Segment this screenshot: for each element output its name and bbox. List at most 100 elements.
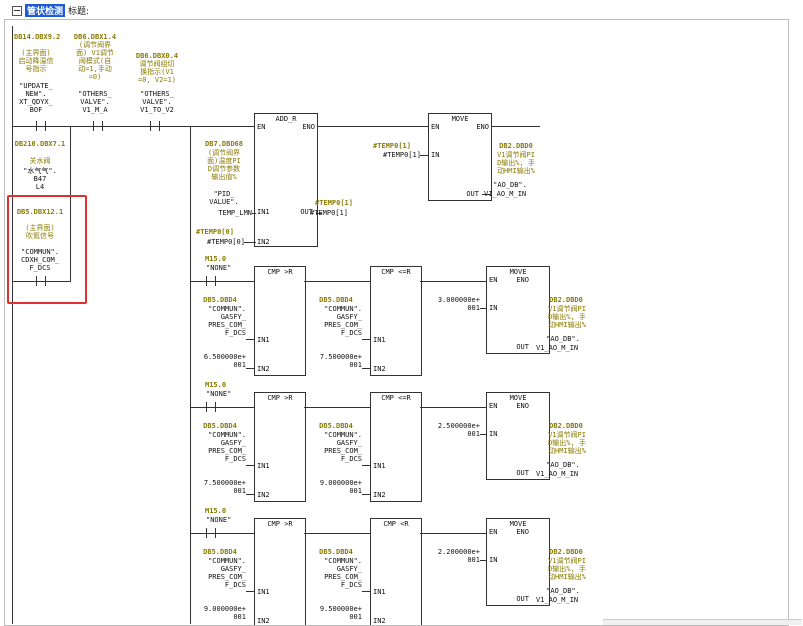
cmp-block[interactable]: CMP >R IN1 IN2 <box>254 518 306 625</box>
rung-wire <box>420 281 486 282</box>
contact-symbol: "OTHERS_VALVE".V1_TO_V2 <box>140 90 174 114</box>
block-title: CMP <R <box>383 520 409 528</box>
operand-symbol: "AO_DB". <box>493 181 527 189</box>
pin-eno: ENO <box>476 123 489 131</box>
pin-in1: IN1 <box>373 336 386 344</box>
no-contact-xt-qdyx[interactable] <box>36 121 46 131</box>
pin-wire <box>246 368 254 369</box>
no-contact-m15-0[interactable] <box>206 276 216 286</box>
contact-comment: (主界面)启动降温信号指示 <box>18 49 54 73</box>
pin-wire <box>316 213 322 214</box>
move-block[interactable]: MOVE EN ENO IN OUT <box>486 266 550 354</box>
selection-highlight <box>7 195 87 304</box>
block-title: MOVE <box>509 268 527 276</box>
rung-wire <box>304 407 370 408</box>
rung-wire <box>304 533 370 534</box>
horizontal-scrollbar[interactable] <box>603 619 802 625</box>
operand-symbol: "AO_DB". <box>546 461 580 469</box>
block-title: MOVE <box>509 520 527 528</box>
contact-address: DB210.DBX7.1 <box>14 140 66 148</box>
block-title: CMP >R <box>267 394 293 402</box>
pin-in: IN <box>489 430 498 438</box>
pin-wire <box>482 194 490 195</box>
operand-symbol: "COMMUN".GASFY_PRES_COM_F_DCS <box>208 305 246 337</box>
no-contact-m15-0[interactable] <box>206 402 216 412</box>
operand-symbol: V1_AO_M_IN <box>536 596 579 604</box>
operand-symbol: TEMP_LMN <box>218 209 252 217</box>
pin-in2: IN2 <box>257 365 270 373</box>
pin-in2: IN2 <box>373 617 386 625</box>
pin-in2: IN2 <box>257 617 270 625</box>
pin-en: EN <box>489 528 498 536</box>
rung-wire <box>490 126 540 127</box>
contact-address: M15.0 <box>205 381 227 389</box>
contact-address: DB14.DBX9.2 <box>14 33 61 41</box>
block-title: MOVE <box>451 115 469 123</box>
contact-address: M15.0 <box>205 507 227 515</box>
pin-in2: IN2 <box>257 238 270 246</box>
contact-symbol: "COMMUN".CDXH_COM_F_DCS <box>21 248 59 272</box>
operand-value: 7.500000e+001 <box>319 353 362 369</box>
move-block[interactable]: MOVE EN ENO IN OUT <box>428 113 492 201</box>
contact-address: DB6.DBX1.4 <box>73 33 117 41</box>
cmp-block[interactable]: CMP <R IN1 IN2 <box>370 518 422 625</box>
rung-wire <box>12 281 70 282</box>
operand-symbol: V1_AO_M_IN <box>536 344 579 352</box>
pin-out: OUT <box>516 595 529 603</box>
operand-symbol: "COMMUN".GASFY_PRES_COM_F_DCS <box>324 557 362 589</box>
move-block[interactable]: MOVE EN ENO IN OUT <box>486 392 550 480</box>
pin-in1: IN1 <box>373 462 386 470</box>
cmp-block[interactable]: CMP <=R IN1 IN2 <box>370 266 422 376</box>
pin-wire <box>420 155 428 156</box>
contact-symbol: "OTHERS_VALVE".V1_M_A <box>78 90 112 114</box>
operand-symbol: V1_AO_M_IN <box>484 190 527 198</box>
operand-value: 9.000000e+001 <box>203 605 246 621</box>
no-contact-m15-0[interactable] <box>206 528 216 538</box>
operand-address: DB5.DBD4 <box>319 422 353 430</box>
pin-in: IN <box>489 556 498 564</box>
nc-contact-v1-m-a[interactable] <box>93 121 103 131</box>
pin-wire <box>252 213 256 214</box>
pin-in1: IN1 <box>257 462 270 470</box>
pin-en: EN <box>489 276 498 284</box>
rung-wire <box>420 533 486 534</box>
add-r-block[interactable]: ADD_R EN ENO IN1 OUT IN2 <box>254 113 318 247</box>
cmp-block[interactable]: CMP <=R IN1 IN2 <box>370 392 422 502</box>
block-label[interactable]: 管状检测 <box>25 4 66 17</box>
contact-symbol: "NONE" <box>206 516 232 524</box>
contact-symbol: "NONE" <box>206 390 232 398</box>
pin-out: OUT <box>466 190 479 198</box>
block-title: CMP >R <box>267 520 293 528</box>
no-contact-cdxh[interactable] <box>36 276 46 286</box>
operand-address: DB2.DBD0 <box>549 422 583 430</box>
contact-comment: 关水阀 <box>29 157 51 165</box>
contact-symbol: "NONE" <box>206 264 232 272</box>
operand-value: 2.200000e+001 <box>437 548 480 564</box>
pin-eno: ENO <box>516 276 529 284</box>
move-block[interactable]: MOVE EN ENO IN OUT <box>486 518 550 606</box>
operand-address: DB5.DBD4 <box>319 296 353 304</box>
pin-wire <box>246 494 254 495</box>
cmp-block[interactable]: CMP >R IN1 IN2 <box>254 266 306 376</box>
title-label: 标题: <box>68 7 90 17</box>
operand-symbol: "COMMUN".GASFY_PRES_COM_F_DCS <box>324 431 362 463</box>
collapse-icon[interactable] <box>12 5 22 16</box>
pin-out: OUT <box>516 343 529 351</box>
operand-value: 9.500000e+001 <box>319 605 362 621</box>
pin-en: EN <box>431 123 440 131</box>
cmp-block[interactable]: CMP >R IN1 IN2 <box>254 392 306 502</box>
operand-symbol: "COMMUN".GASFY_PRES_COM_F_DCS <box>324 305 362 337</box>
no-contact-v1-to-v2[interactable] <box>150 121 160 131</box>
operand-address: #TEMP0[0] <box>196 228 234 236</box>
operand-address: #TEMP0[1] <box>373 142 411 150</box>
pin-wire <box>362 339 370 340</box>
rung-wire <box>318 126 428 127</box>
operand-symbol: "COMMUN".GASFY_PRES_COM_F_DCS <box>208 431 246 463</box>
operand-address: DB2.DBD0 <box>499 142 533 150</box>
pin-wire <box>362 465 370 466</box>
pin-en: EN <box>489 402 498 410</box>
